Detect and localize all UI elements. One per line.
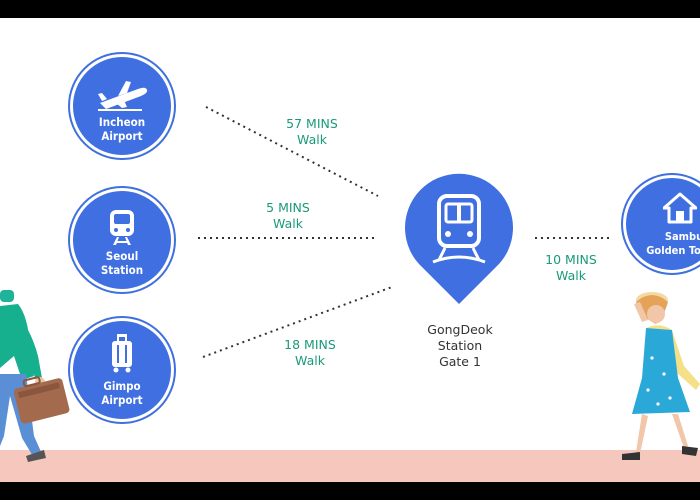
origin-incheon-airport: Incheon Airport	[70, 54, 174, 158]
top-letterbox-bar	[0, 0, 700, 18]
subway-icon	[432, 194, 486, 264]
route-line-incheon	[205, 106, 379, 197]
origin-name-line1: Incheon	[98, 115, 146, 129]
route-time: 5 MINS	[266, 200, 310, 215]
destination-sambu-golden-tower: Sambu Golden Tower	[623, 175, 700, 273]
hub-name-line2: Station	[437, 338, 483, 353]
route-mode: Walk	[273, 216, 303, 231]
route-label-gimpo: 18 MINS Walk	[270, 337, 350, 369]
route-label-seoul: 5 MINS Walk	[248, 200, 328, 232]
route-mode: Walk	[556, 268, 586, 283]
house-icon	[663, 192, 697, 224]
hub-name-line3: Gate 1	[439, 354, 481, 369]
train-icon	[110, 210, 134, 245]
ground-strip	[0, 450, 700, 482]
origin-seoul-station: Seoul Station	[70, 188, 174, 292]
luggage-icon	[112, 334, 132, 373]
origin-name-line1: Seoul	[105, 249, 139, 263]
route-label-incheon: 57 MINS Walk	[272, 116, 352, 148]
origin-gimpo-airport: Gimpo Airport	[70, 318, 174, 422]
bottom-letterbox-bar	[0, 482, 700, 500]
hub-name-line1: GongDeok	[427, 322, 493, 337]
origin-label: Gimpo Airport	[73, 379, 171, 407]
origin-name-line1: Gimpo	[103, 379, 141, 393]
destination-name-line2: Golden Tower	[646, 244, 700, 257]
hub-pin-marker	[405, 173, 513, 304]
destination-label: Sambu Golden Tower	[630, 230, 700, 258]
origin-label: Seoul Station	[73, 249, 171, 277]
origin-label: Incheon Airport	[73, 115, 171, 143]
route-label-destination: 10 MINS Walk	[532, 252, 610, 284]
traveler-woman-illustration	[622, 292, 700, 460]
destination-name-line1: Sambu	[664, 230, 700, 243]
hub-label: GongDeok Station Gate 1	[418, 322, 502, 370]
route-mode: Walk	[295, 353, 325, 368]
route-time: 10 MINS	[545, 252, 597, 267]
airplane-icon	[98, 81, 148, 111]
origin-name-line2: Airport	[101, 129, 143, 143]
route-time: 18 MINS	[284, 337, 336, 352]
route-mode: Walk	[297, 132, 327, 147]
origin-name-line2: Station	[100, 263, 144, 277]
route-time: 57 MINS	[286, 116, 338, 131]
origin-name-line2: Airport	[101, 393, 143, 407]
traveler-man-illustration	[0, 290, 70, 462]
